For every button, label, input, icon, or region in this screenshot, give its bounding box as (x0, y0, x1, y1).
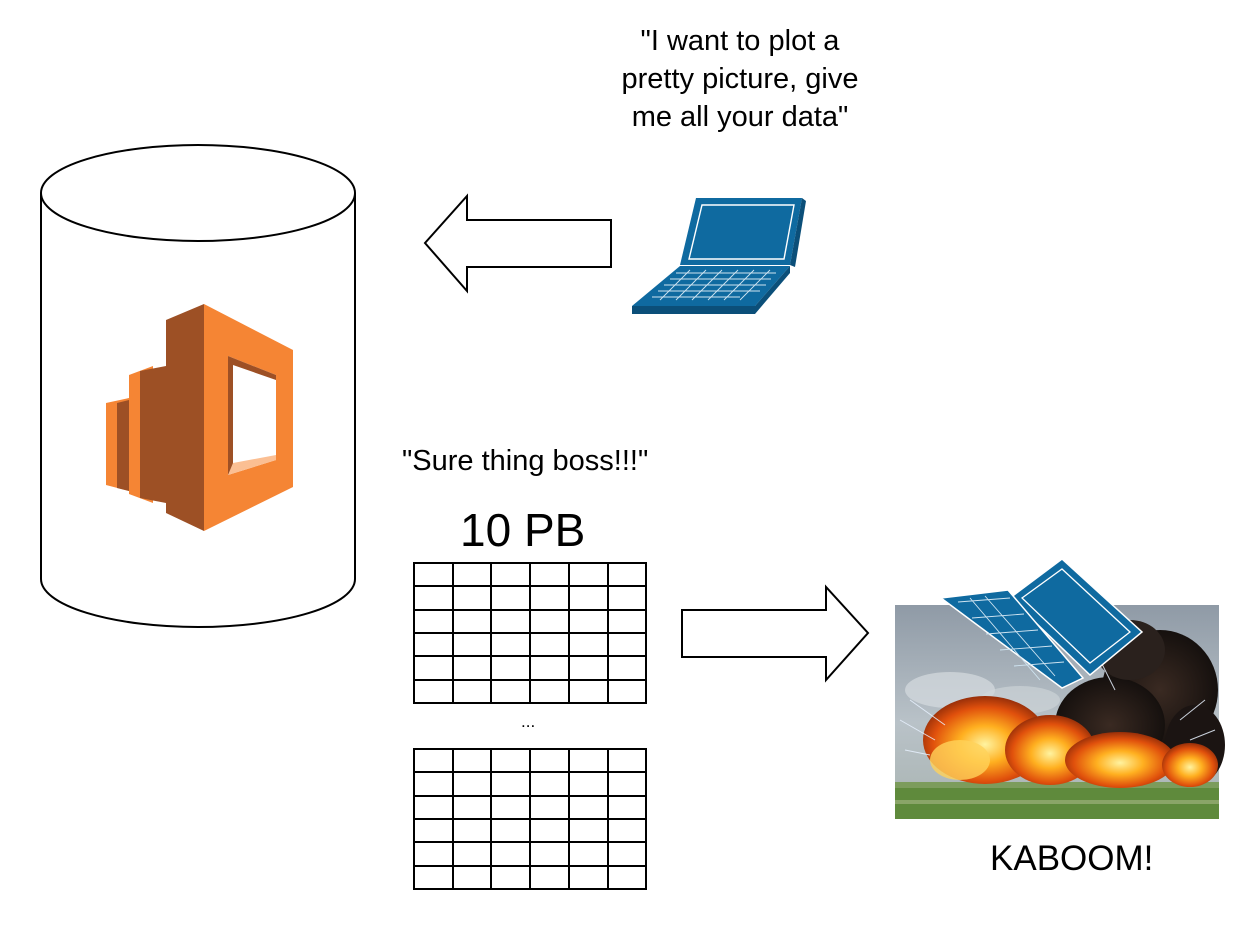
data-size-label: 10 PB (460, 504, 586, 556)
data-table-1 (413, 562, 647, 704)
speech-reply: "Sure thing boss!!!" (402, 445, 649, 477)
laptop-icon (632, 198, 806, 314)
request-arrow (423, 193, 612, 294)
table-ellipsis: ... (521, 712, 536, 731)
explosion-image (895, 605, 1225, 819)
broken-laptop-icon (939, 558, 1144, 689)
aws-redshift-logo (106, 304, 293, 531)
data-table-2 (413, 748, 647, 890)
result-label: KABOOM! (990, 839, 1154, 878)
response-arrow (681, 584, 870, 683)
speech-request: "I want to plot a pretty picture, give m… (621, 25, 859, 133)
